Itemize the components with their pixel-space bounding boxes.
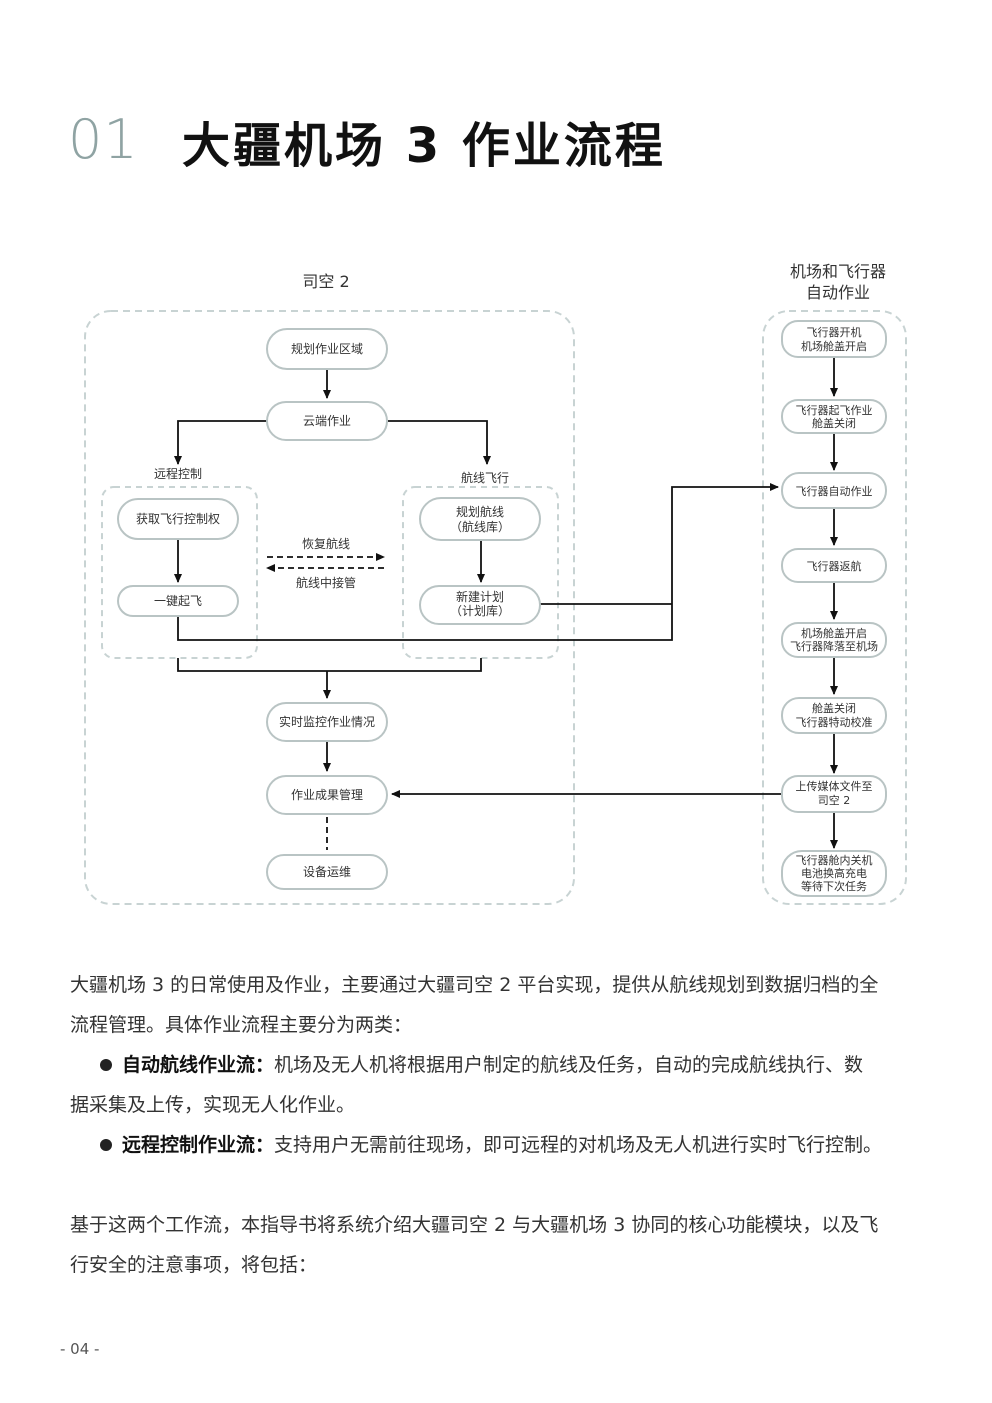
dock-auto-group <box>762 310 907 905</box>
flow-node-box <box>781 697 887 734</box>
bullet-remote-text: 支持用户无需前往现场，即可远程的对机场及无人机进行实时飞行控制。 <box>274 1134 883 1156</box>
section-number: 01 <box>68 108 139 171</box>
flow-node-box <box>266 775 388 815</box>
flow-node-box <box>419 497 541 541</box>
intro-line-1: 大疆机场 3 的日常使用及作业，主要通过大疆司空 2 平台实现，提供从航线规划到… <box>70 974 879 996</box>
node-r5-line2: 飞行器降落至机场 <box>790 639 878 653</box>
summary-line-2: 行安全的注意事项，将包括： <box>70 1254 318 1276</box>
summary-paragraph: 基于这两个工作流，本指导书将系统介绍大疆司空 2 与大疆机场 3 协同的核心功能… <box>70 1205 925 1285</box>
node-r7-line1: 上传媒体文件至 <box>796 779 873 793</box>
flow-node-box <box>117 498 239 540</box>
node-r2-line1: 飞行器起飞作业 <box>796 404 873 417</box>
page-number: - 04 - <box>60 1340 100 1358</box>
remote-control-group <box>101 486 258 659</box>
flow-connector <box>177 483 779 641</box>
summary-line-1: 基于这两个工作流，本指导书将系统介绍大疆司空 2 与大疆机场 3 协同的核心功能… <box>70 1214 879 1236</box>
bullet-remote-title: 远程控制作业流： <box>122 1134 275 1156</box>
node-new-plan-2: （计划库） <box>450 603 510 618</box>
flow-node-box <box>781 320 887 358</box>
flow-node-box <box>266 854 388 890</box>
left-group-label: 司空 2 <box>302 272 349 291</box>
node-plan-area: 规划作业区域 <box>291 341 363 356</box>
node-r8-line1: 飞行器舱内关机 <box>796 853 873 867</box>
flow-connector <box>174 420 267 465</box>
node-new-plan-1: 新建计划 <box>456 589 504 604</box>
node-r8-line3: 等待下次任务 <box>801 879 867 893</box>
bullet-dot-icon <box>100 1058 112 1071</box>
node-r7-line2: 司空 2 <box>818 793 851 807</box>
node-results: 作业成果管理 <box>291 787 363 802</box>
bullet-auto-text: 机场及无人机将根据用户制定的航线及任务，自动的完成航线执行、数 <box>274 1054 864 1076</box>
node-r6-line2: 飞行器特动校准 <box>796 715 873 729</box>
flow-node-box <box>781 548 887 583</box>
page-title: 大疆机场 3 作业流程 <box>182 118 666 174</box>
flow-node-box <box>117 585 239 617</box>
intro-paragraph: 大疆机场 3 的日常使用及作业，主要通过大疆司空 2 平台实现，提供从航线规划到… <box>70 965 925 1045</box>
bullet-remote-control: 远程控制作业流：支持用户无需前往现场，即可远程的对机场及无人机进行实时飞行控制。 <box>70 1125 925 1165</box>
label-remote-control: 远程控制 <box>154 466 202 481</box>
flow-node-box <box>781 472 887 509</box>
node-monitor: 实时监控作业情况 <box>279 714 375 729</box>
flow-node-box <box>781 775 887 813</box>
bullet-dot-icon <box>100 1138 112 1151</box>
flow-node-box <box>781 399 887 434</box>
flow-connector <box>177 658 482 672</box>
right-group-label-1: 机场和飞行器 <box>790 262 886 281</box>
flow-node-box <box>781 850 887 897</box>
node-r2-line2: 舱盖关闭 <box>812 416 856 430</box>
node-r8-line2: 电池换高充电 <box>801 866 867 880</box>
flow-node-box <box>266 702 388 742</box>
label-take-over: 航线中接管 <box>296 575 356 590</box>
node-cloud-ops: 云端作业 <box>303 414 351 428</box>
flow-node-box <box>419 585 541 625</box>
flow-node-box <box>781 622 887 658</box>
label-route-flight: 航线飞行 <box>461 470 509 485</box>
node-r1-line1: 飞行器开机 <box>807 325 862 339</box>
node-r3: 飞行器自动作业 <box>796 485 873 498</box>
node-r4: 飞行器返航 <box>807 559 862 573</box>
label-resume-route: 恢复航线 <box>302 536 350 551</box>
route-flight-group <box>402 486 559 659</box>
bullet-auto-route: 自动航线作业流：机场及无人机将根据用户制定的航线及任务，自动的完成航线执行、数 … <box>70 1045 925 1125</box>
sikong-group <box>84 310 575 905</box>
flow-node-box <box>266 328 388 370</box>
bullet-auto-title: 自动航线作业流： <box>122 1054 275 1076</box>
node-plan-route-2: （航线库） <box>450 519 510 534</box>
flow-connector <box>388 420 491 465</box>
right-group-label-2: 自动作业 <box>806 283 870 302</box>
node-one-click-takeoff: 一键起飞 <box>154 594 202 608</box>
node-plan-route-1: 规划航线 <box>456 504 504 519</box>
node-r6-line1: 舱盖关闭 <box>812 701 856 715</box>
node-get-control: 获取飞行控制权 <box>136 512 220 526</box>
node-device-ops: 设备运维 <box>303 865 351 879</box>
flow-node-box <box>266 401 388 441</box>
node-r1-line2: 机场舱盖开启 <box>801 339 867 353</box>
bullet-auto-line2: 据采集及上传，实现无人化作业。 <box>70 1094 356 1116</box>
node-r5-line1: 机场舱盖开启 <box>801 626 867 640</box>
workflow-diagram: 司空 2 机场和飞行器 自动作业 规划 <box>84 262 907 905</box>
intro-line-2: 流程管理。具体作业流程主要分为两类： <box>70 1014 413 1036</box>
